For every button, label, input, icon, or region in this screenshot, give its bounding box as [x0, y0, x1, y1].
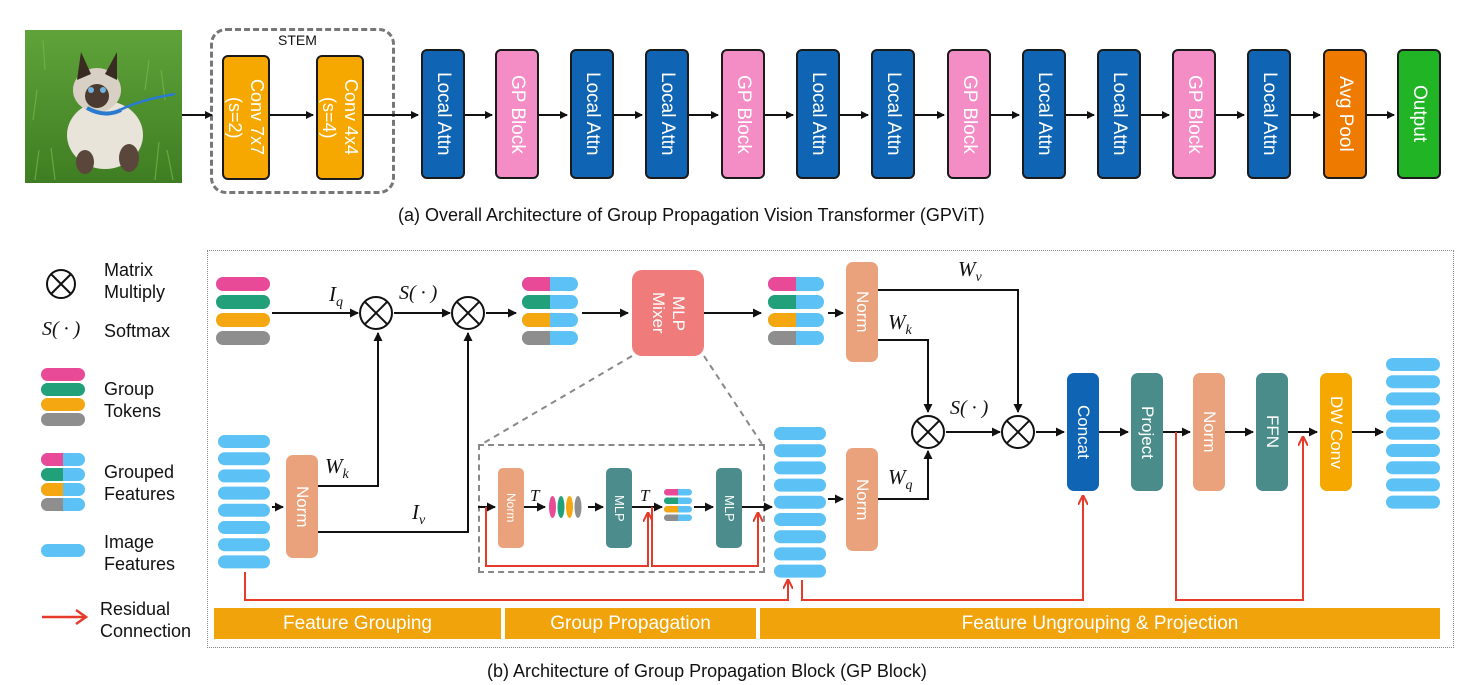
image-feature — [774, 444, 826, 458]
image-feature — [774, 564, 826, 578]
pipeline-block-output: Output — [1397, 49, 1441, 179]
mixer-norm: Norm — [498, 468, 524, 548]
image-feature — [1386, 358, 1440, 371]
image-feature — [218, 521, 270, 534]
band-feature-ungrouping: Feature Ungrouping & Projection — [760, 608, 1440, 639]
mixer-token-column — [549, 496, 556, 518]
group-token — [216, 277, 270, 291]
matrix-multiply-icon — [46, 269, 76, 299]
arrows-part-a — [182, 111, 1395, 119]
label-softmax-1: S( · ) — [399, 282, 438, 304]
dw-conv-box: DW Conv — [1320, 373, 1352, 491]
image-feature — [774, 461, 826, 475]
legend-softmax: Softmax — [104, 321, 171, 341]
grouped-features-icon — [41, 453, 85, 511]
pipeline-block-local-attn: Local Attn — [1247, 49, 1291, 179]
image-feature — [774, 530, 826, 544]
label-wk-2: Wk — [888, 310, 912, 339]
mixer-token-column — [566, 496, 573, 518]
label-iq: Iq — [329, 282, 343, 311]
matrix-multiply-icon — [1001, 415, 1035, 449]
image-feature — [774, 427, 826, 440]
image-feature — [774, 495, 826, 509]
image-feature — [1386, 495, 1440, 509]
image-feature — [1386, 409, 1440, 423]
image-feature — [218, 538, 270, 552]
pipeline-block-gp-block: GP Block — [947, 49, 991, 179]
gp-block-frame — [207, 250, 1454, 648]
image-feature — [218, 486, 270, 500]
image-feature — [774, 478, 826, 492]
caption-b: (b) Architecture of Group Propagation Bl… — [487, 661, 927, 681]
band-feature-grouping: Feature Grouping — [214, 608, 501, 639]
image-features-icon — [41, 544, 85, 557]
pipeline-block-local-attn: Local Attn — [1022, 49, 1066, 179]
image-feature — [1386, 375, 1440, 389]
conv4x4-block: Conv 4x4(s=4) — [316, 55, 364, 180]
group-tokens-icon — [41, 368, 85, 426]
norm-wk-wv: Norm — [846, 262, 878, 362]
pipeline-block-gp-block: GP Block — [721, 49, 765, 179]
group-token — [216, 313, 270, 327]
pipeline-block-avg-pool: Avg Pool — [1323, 49, 1367, 179]
group-token — [216, 295, 270, 309]
caption-a: (a) Overall Architecture of Group Propag… — [398, 205, 985, 225]
matrix-multiply-icon — [359, 296, 393, 330]
label-iv: Iv — [412, 500, 426, 529]
pipeline-block-local-attn: Local Attn — [570, 49, 614, 179]
matrix-multiply-icon — [911, 415, 945, 449]
matrix-multiply-icon — [451, 296, 485, 330]
image-feature — [1386, 392, 1440, 406]
mixer-token-column — [557, 496, 565, 518]
label-wq: Wq — [888, 465, 913, 494]
label-transpose-1: T — [530, 486, 540, 505]
project-box: Project — [1131, 373, 1163, 491]
label-wk-1: Wk — [325, 454, 349, 483]
concat-box: Concat — [1067, 373, 1099, 491]
image-feature — [218, 503, 270, 517]
residual-arrow-icon — [42, 608, 89, 626]
pipeline-block-local-attn: Local Attn — [871, 49, 915, 179]
image-feature — [218, 452, 270, 466]
conv7x7-block: Conv 7x7(s=2) — [222, 55, 270, 180]
norm-projection: Norm — [1193, 373, 1225, 491]
legend-softmax-symbol: S( · ) — [42, 318, 81, 340]
image-feature — [218, 555, 270, 569]
label-transpose-2: T — [640, 486, 650, 505]
pipeline-block-local-attn: Local Attn — [796, 49, 840, 179]
image-feature — [1386, 478, 1440, 492]
pipeline-block-local-attn: Local Attn — [421, 49, 465, 179]
image-feature — [1386, 461, 1440, 475]
band-group-propagation: Group Propagation — [505, 608, 756, 639]
image-feature — [774, 547, 826, 561]
ffn-box: FFN — [1256, 373, 1288, 491]
mixer-mlp-1: MLP — [606, 468, 632, 548]
pipeline-block-gp-block: GP Block — [495, 49, 539, 179]
label-softmax-2: S( · ) — [950, 397, 989, 419]
stem-label: STEM — [278, 32, 317, 48]
label-wv: Wv — [958, 257, 982, 286]
mixer-token-column — [574, 496, 582, 518]
pipeline-block-local-attn: Local Attn — [645, 49, 689, 179]
image-feature — [774, 513, 826, 526]
mixer-mlp-2: MLP — [716, 468, 742, 548]
norm-feature-grouping: Norm — [286, 455, 318, 558]
image-feature — [218, 469, 270, 483]
image-feature — [1386, 444, 1440, 457]
pipeline-block-local-attn: Local Attn — [1097, 49, 1141, 179]
input-image — [25, 30, 182, 183]
pipeline-block-gp-block: GP Block — [1172, 49, 1216, 179]
group-token — [216, 331, 270, 345]
image-feature — [1386, 426, 1440, 440]
image-feature — [218, 435, 270, 448]
norm-wq: Norm — [846, 448, 878, 551]
